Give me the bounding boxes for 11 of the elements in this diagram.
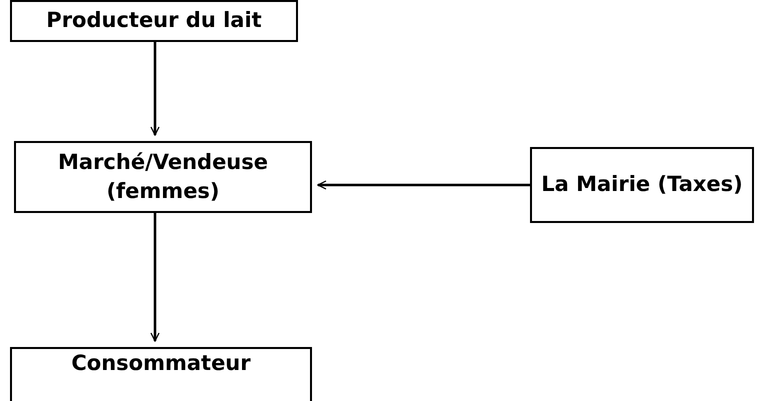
process-box	[14, 141, 312, 213]
arrow	[150, 213, 160, 342]
process-box	[10, 347, 312, 401]
box-label: Consommateur	[71, 350, 251, 377]
box-label: Marché/Vendeuse (femmes)	[57, 148, 269, 205]
arrow	[150, 42, 160, 136]
process-box	[10, 0, 298, 42]
box-label: La Mairie (Taxes)	[541, 171, 743, 198]
arrow	[317, 180, 530, 190]
box-label: Producteur du lait	[46, 7, 262, 34]
process-box	[530, 147, 754, 223]
